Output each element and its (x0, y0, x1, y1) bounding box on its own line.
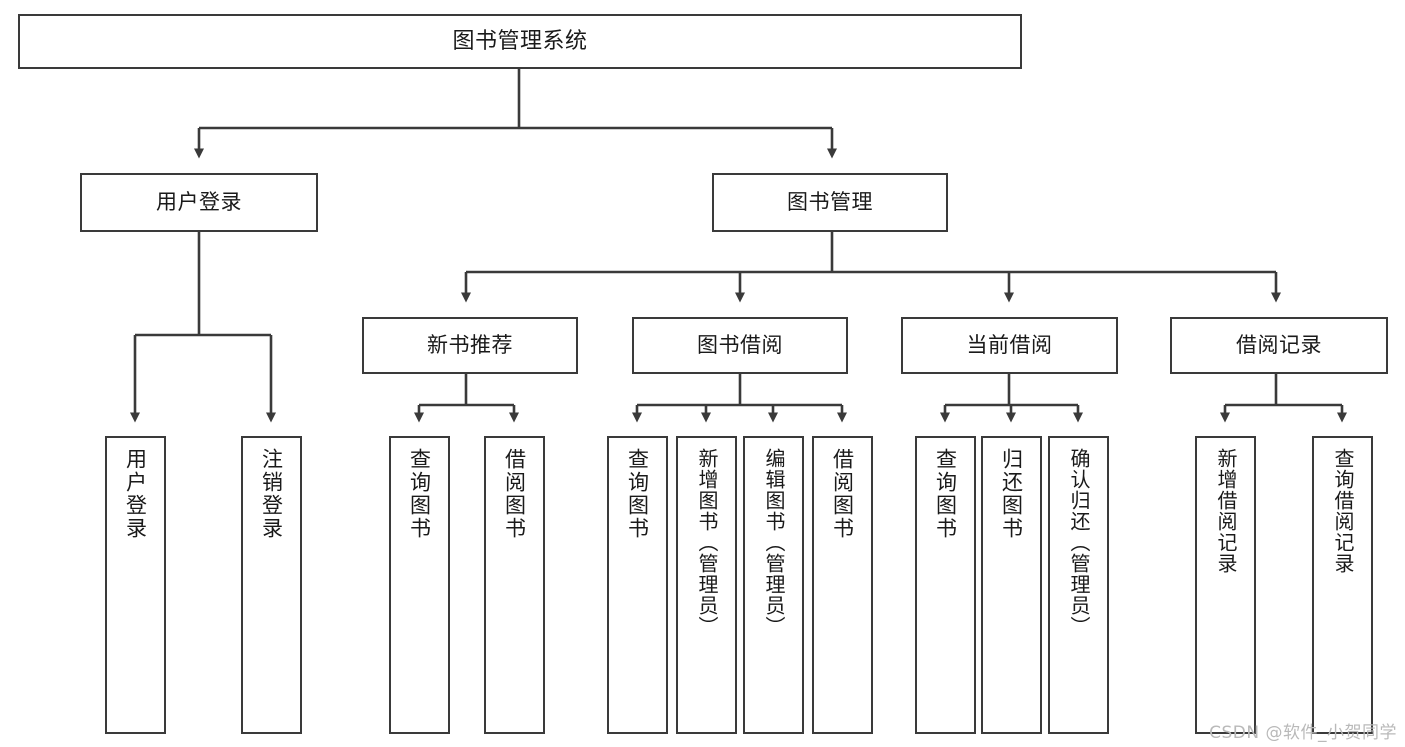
leaf-borrow-book-borrow[interactable]: 借阅图书 (812, 436, 873, 734)
leaf-logout-login[interactable]: 注销登录 (241, 436, 302, 734)
node-new-book-recommend-label: 新书推荐 (427, 333, 513, 358)
node-current-borrow-label: 当前借阅 (966, 333, 1053, 358)
leaf-logout-login-label: 注销登录 (259, 448, 284, 540)
leaf-query-borrow-record[interactable]: 查询借阅记录 (1312, 436, 1373, 734)
leaf-query-book-recommend-label: 查询图书 (407, 448, 432, 540)
node-root-book-management-system[interactable]: 图书管理系统 (18, 14, 1022, 69)
leaf-query-book-recommend[interactable]: 查询图书 (389, 436, 450, 734)
leaf-borrow-book-borrow-label: 借阅图书 (830, 448, 855, 540)
leaf-user-login[interactable]: 用户登录 (105, 436, 166, 734)
leaf-query-book-current[interactable]: 查询图书 (915, 436, 976, 734)
leaf-confirm-return[interactable]: 确认归还（管理员） (1048, 436, 1109, 734)
node-current-borrow[interactable]: 当前借阅 (901, 317, 1118, 374)
node-borrow-record[interactable]: 借阅记录 (1170, 317, 1388, 374)
leaf-add-borrow-record-label: 新增借阅记录 (1214, 448, 1238, 574)
node-borrow-record-label: 借阅记录 (1236, 333, 1322, 358)
leaf-edit-book-label: 编辑图书（管理员） (762, 448, 786, 637)
node-book-borrow[interactable]: 图书借阅 (632, 317, 848, 374)
leaf-user-login-label: 用户登录 (123, 448, 148, 540)
csdn-watermark: CSDN @软件_小贺同学 (1209, 723, 1397, 743)
leaf-query-borrow-record-label: 查询借阅记录 (1331, 448, 1355, 574)
leaf-confirm-return-label: 确认归还（管理员） (1067, 448, 1091, 637)
node-new-book-recommend[interactable]: 新书推荐 (362, 317, 578, 374)
leaf-borrow-book-recommend[interactable]: 借阅图书 (484, 436, 545, 734)
node-user-login-label: 用户登录 (156, 190, 242, 215)
node-book-management-label: 图书管理 (787, 190, 873, 215)
leaf-add-borrow-record[interactable]: 新增借阅记录 (1195, 436, 1256, 734)
node-book-borrow-label: 图书借阅 (697, 333, 783, 358)
node-root-label: 图书管理系统 (452, 28, 588, 54)
node-user-login[interactable]: 用户登录 (80, 173, 318, 232)
leaf-borrow-book-recommend-label: 借阅图书 (502, 448, 527, 540)
leaf-add-book[interactable]: 新增图书（管理员） (676, 436, 737, 734)
node-book-management[interactable]: 图书管理 (712, 173, 948, 232)
leaf-query-book-borrow-label: 查询图书 (625, 448, 650, 540)
leaf-edit-book[interactable]: 编辑图书（管理员） (743, 436, 804, 734)
leaf-query-book-current-label: 查询图书 (933, 448, 958, 540)
leaf-return-book-label: 归还图书 (999, 448, 1024, 540)
leaf-return-book[interactable]: 归还图书 (981, 436, 1042, 734)
leaf-query-book-borrow[interactable]: 查询图书 (607, 436, 668, 734)
leaf-add-book-label: 新增图书（管理员） (695, 448, 719, 637)
